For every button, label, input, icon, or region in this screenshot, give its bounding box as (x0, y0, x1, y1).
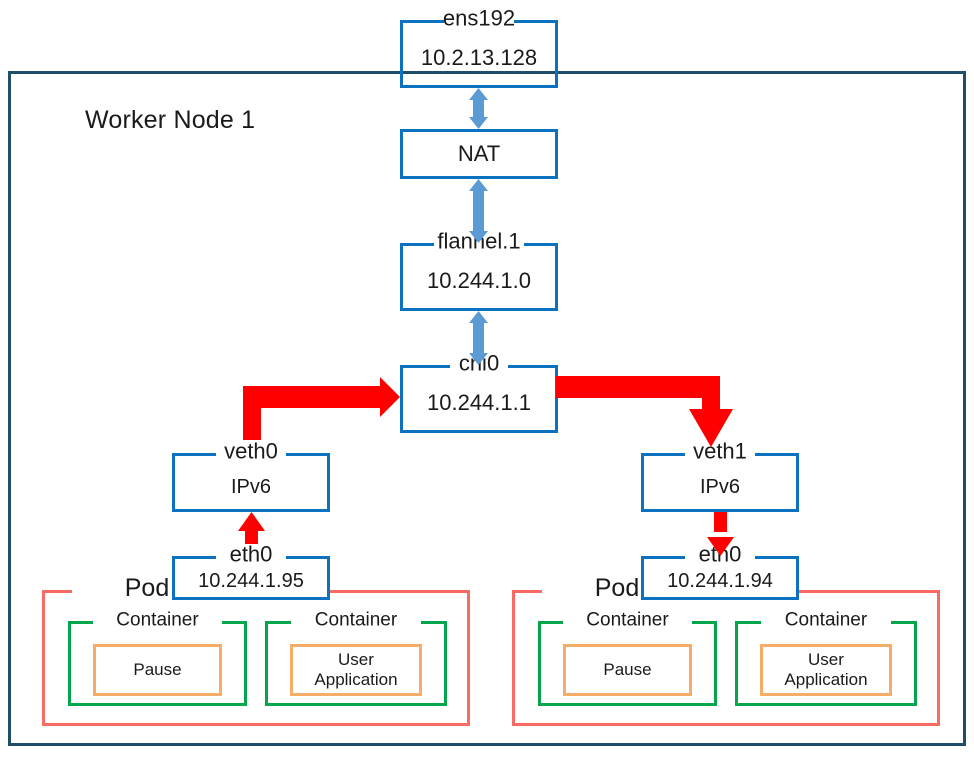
box-edge-left (172, 556, 175, 600)
container-label-0-1: Container (308, 610, 404, 630)
node-frame-stub-left (8, 71, 400, 74)
box-edge-top-right (692, 621, 717, 624)
node-frame-stub-right (557, 71, 966, 74)
interface-value-veth0: IPv6 (230, 476, 272, 498)
container-box-1-1[interactable]: Container (735, 610, 917, 706)
box-edge-right (714, 621, 717, 706)
box-edge-top-right (421, 621, 447, 624)
box-edge-right (914, 621, 917, 706)
interface-label-ens192: ens192 (442, 5, 516, 31)
nat-box[interactable]: NAT (400, 129, 558, 179)
box-edge-right (444, 621, 447, 706)
box-edge-right (244, 621, 247, 706)
box-edge-bottom (400, 308, 558, 311)
container-label-0-0: Container (110, 610, 205, 630)
pod-label-0: Pod (118, 576, 176, 601)
box-edge-top-left (735, 621, 761, 624)
box-edge-bottom (512, 723, 940, 726)
box-edge-bottom (641, 509, 799, 512)
box-edge-bottom (265, 703, 447, 706)
interface-box-veth0[interactable]: veth0 IPv6 (172, 440, 330, 512)
box-edge-top-right (508, 365, 558, 368)
box-edge-left (42, 590, 45, 726)
box-edge-top-right (891, 621, 917, 624)
box-edge-left (265, 621, 268, 706)
box-edge-right (796, 453, 799, 512)
box-edge-top-left (265, 621, 291, 624)
box-edge-left (735, 621, 738, 706)
worker-node-title: Worker Node 1 (85, 106, 256, 134)
interface-value-flannel: 10.244.1.0 (427, 268, 531, 294)
interface-box-pod-0-eth0[interactable]: eth0 10.244.1.95 (172, 543, 330, 600)
container-box-1-0[interactable]: Container (538, 610, 717, 706)
box-edge-left (400, 20, 403, 88)
interface-value-pod-0-eth0: 10.244.1.95 (198, 569, 304, 592)
box-edge-top-left (400, 365, 450, 368)
app-box-1-1[interactable]: User Application (760, 644, 892, 696)
box-edge-top-left (512, 590, 542, 593)
box-edge-right (937, 590, 940, 726)
container-label-1-0: Container (580, 610, 675, 630)
box-edge-right (327, 453, 330, 512)
box-edge-right (327, 556, 330, 600)
app-box-0-0[interactable]: Pause (93, 644, 222, 696)
interface-value-pod-1-eth0: 10.244.1.94 (667, 569, 773, 592)
box-edge-top-right (514, 20, 558, 23)
interface-box-pod-1-eth0[interactable]: eth0 10.244.1.94 (641, 543, 799, 600)
box-edge-top-right (286, 556, 330, 559)
box-edge-top-left (641, 556, 685, 559)
box-edge-top-left (538, 621, 563, 624)
box-edge-right (467, 590, 470, 726)
box-edge-left (641, 453, 644, 512)
box-edge-bottom (400, 430, 558, 433)
box-edge-top-left (400, 243, 434, 246)
worker-node-frame (8, 71, 966, 746)
box-edge-right (796, 556, 799, 600)
box-edge-left (512, 590, 515, 726)
box-edge-top-left (68, 621, 93, 624)
box-edge-left (538, 621, 541, 706)
box-edge-bottom (400, 85, 558, 88)
box-edge-bottom (172, 597, 330, 600)
box-edge-right (555, 365, 558, 433)
app-box-0-1[interactable]: User Application (290, 644, 422, 696)
box-edge-left (68, 621, 71, 706)
container-label-1-1: Container (778, 610, 874, 630)
interface-box-flannel[interactable]: flannel.1 10.244.1.0 (400, 230, 558, 311)
box-edge-top-right (755, 556, 799, 559)
interface-box-veth1[interactable]: veth1 IPv6 (641, 440, 799, 512)
interface-value-veth1: IPv6 (699, 476, 741, 498)
box-edge-left (641, 556, 644, 600)
box-edge-left (172, 453, 175, 512)
box-edge-top-left (42, 590, 72, 593)
pod-label-1: Pod (588, 576, 646, 601)
box-edge-left (400, 243, 403, 311)
box-edge-top-right (755, 453, 799, 456)
box-edge-top-right (524, 243, 558, 246)
interface-label-veth0: veth0 (224, 438, 278, 464)
box-edge-top-left (172, 453, 216, 456)
interface-value-cni0: 10.244.1.1 (427, 390, 531, 416)
box-edge-top-left (400, 20, 444, 23)
interface-box-ens192[interactable]: ens192 10.2.13.128 (400, 7, 558, 88)
box-edge-right (555, 243, 558, 311)
box-edge-bottom (172, 509, 330, 512)
box-edge-bottom (42, 723, 470, 726)
interface-box-cni0[interactable]: cni0 10.244.1.1 (400, 352, 558, 433)
box-edge-top-left (641, 453, 685, 456)
box-edge-right (555, 20, 558, 88)
interface-value-ens192: 10.2.13.128 (420, 45, 538, 71)
box-edge-bottom (735, 703, 917, 706)
box-edge-left (400, 365, 403, 433)
box-edge-bottom (641, 597, 799, 600)
container-box-0-0[interactable]: Container (68, 610, 247, 706)
box-edge-top-left (172, 556, 216, 559)
container-box-0-1[interactable]: Container (265, 610, 447, 706)
box-edge-bottom (68, 703, 247, 706)
box-edge-top-right (222, 621, 247, 624)
box-edge-top-right (286, 453, 330, 456)
app-box-1-0[interactable]: Pause (563, 644, 692, 696)
box-edge-bottom (538, 703, 717, 706)
interface-label-pod-0-eth0: eth0 (229, 541, 273, 567)
